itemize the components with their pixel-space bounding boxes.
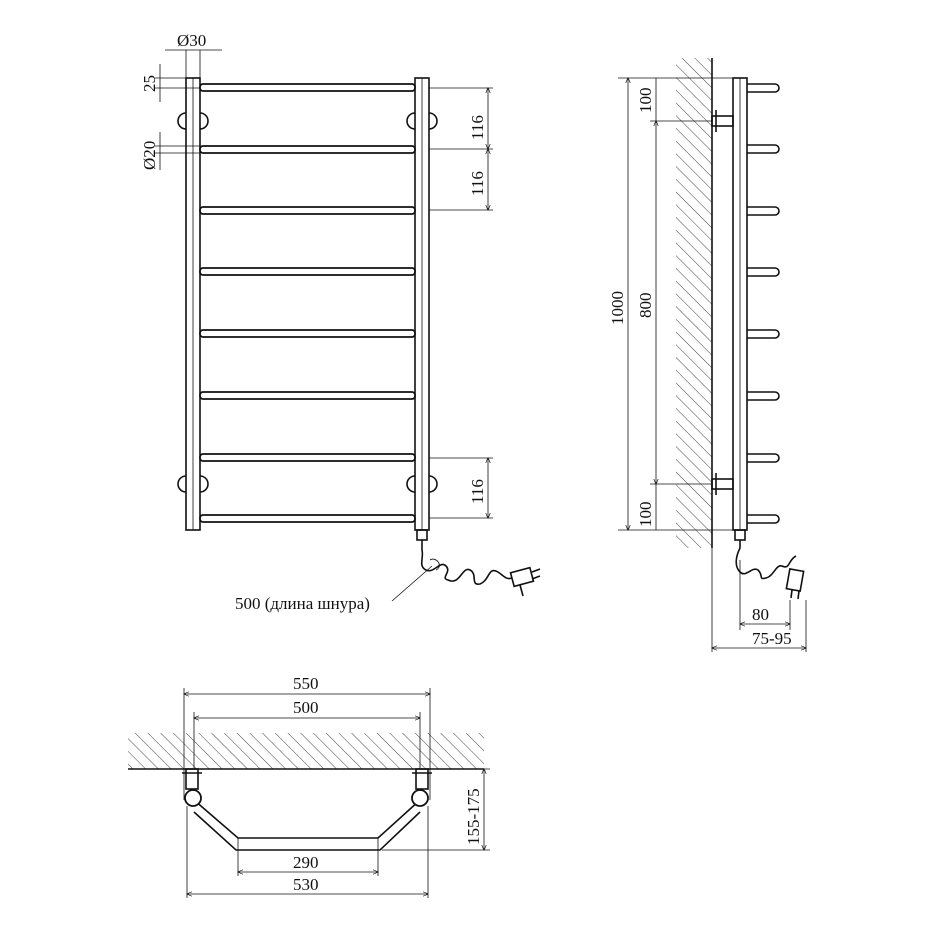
side-bar xyxy=(747,144,780,154)
top-view: 550 500 290 530 155-175 xyxy=(128,674,490,898)
left-joint xyxy=(184,789,202,807)
crossbar xyxy=(199,83,416,92)
curved-rail xyxy=(193,799,421,839)
side-view: 1000 800 100 100 80 75-95 xyxy=(608,58,806,652)
dim-inner-width: 290 xyxy=(293,853,319,872)
dim-outer-width: 550 xyxy=(293,674,319,693)
dim-mount-span: 800 xyxy=(636,293,655,319)
right-joint xyxy=(411,789,429,807)
dim-bottom-margin: 100 xyxy=(636,502,655,528)
side-bar xyxy=(747,453,780,463)
dim-wall-gap: 75-95 xyxy=(752,629,792,648)
top-mounts xyxy=(182,768,432,790)
dim-spacing-a: 116 xyxy=(468,115,487,140)
dim-bottom-width: 530 xyxy=(293,875,319,894)
dim-top-margin: 100 xyxy=(636,88,655,114)
crossbar xyxy=(199,206,416,215)
heater-tip xyxy=(416,529,428,541)
dim-tube-diameter: Ø30 xyxy=(177,31,206,50)
dim-total-height: 1000 xyxy=(608,291,627,325)
power-cord xyxy=(420,540,513,585)
crossbar xyxy=(199,145,416,154)
crossbar xyxy=(199,267,416,276)
dim-spacing-b: 116 xyxy=(468,171,487,196)
crossbar xyxy=(199,514,416,523)
side-bar xyxy=(747,83,780,93)
dim-depth: 80 xyxy=(752,605,769,624)
side-bar xyxy=(747,514,780,524)
side-bar xyxy=(747,391,780,401)
dim-spacing-c: 116 xyxy=(468,479,487,504)
side-power-cord xyxy=(735,540,797,580)
cord-length-label: 500 (длина шнура) xyxy=(235,594,370,613)
plug-icon xyxy=(509,566,541,597)
side-bar xyxy=(747,267,780,277)
side-bars xyxy=(747,83,780,524)
dim-projection: 155-175 xyxy=(464,788,483,845)
side-plug-icon xyxy=(785,568,805,600)
wall-hatch xyxy=(676,58,712,548)
crossbar xyxy=(199,391,416,400)
dim-bar-diameter: Ø20 xyxy=(140,141,159,170)
dim-mount-width: 500 xyxy=(293,698,319,717)
front-mount-brackets xyxy=(177,112,438,493)
horizontal-bars xyxy=(199,83,416,523)
top-wall-hatch xyxy=(128,733,484,769)
side-bar xyxy=(747,206,780,216)
wall-mounts xyxy=(711,110,734,495)
side-bar xyxy=(747,329,780,339)
crossbar xyxy=(199,453,416,462)
dim-top-offset: 25 xyxy=(140,75,159,92)
crossbar xyxy=(199,329,416,338)
front-view: Ø30 25 Ø20 116 116 116 500 xyxy=(140,31,541,613)
